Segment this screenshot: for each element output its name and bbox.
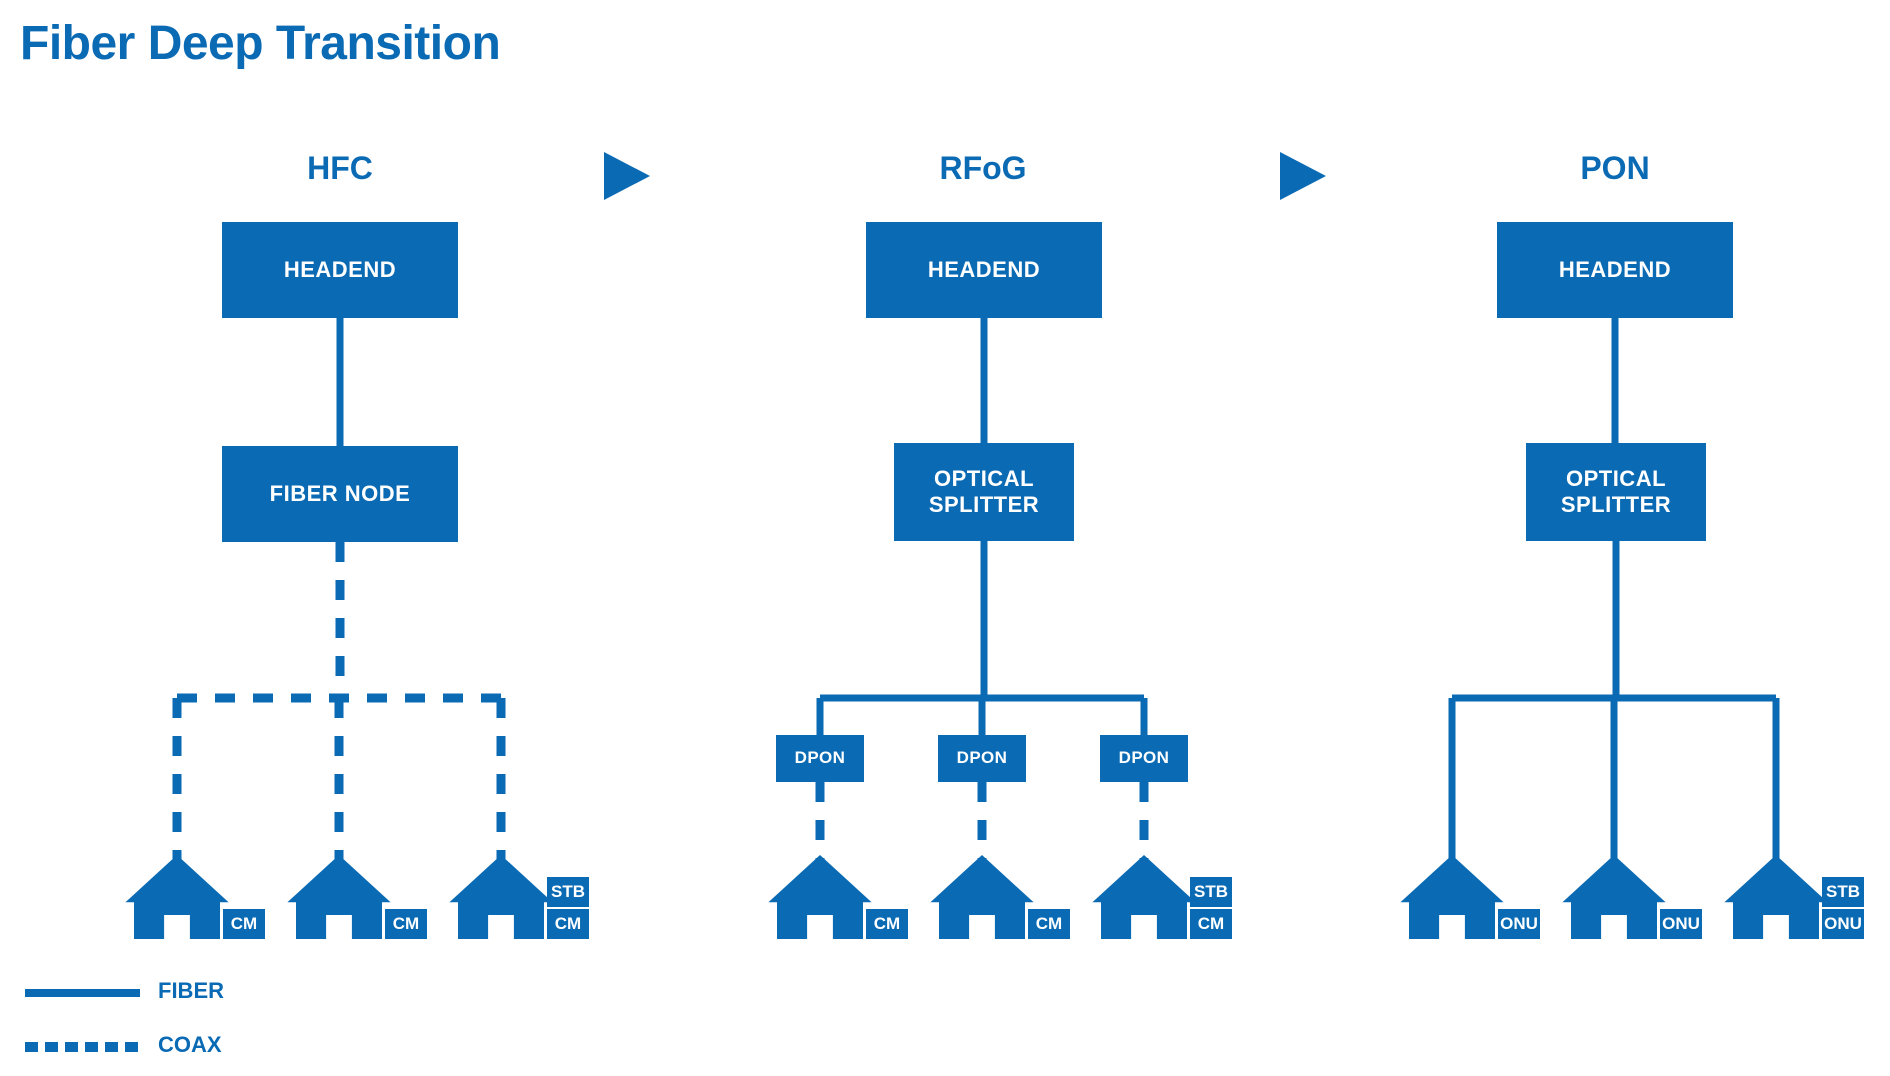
house-body: [296, 900, 382, 939]
cpe-stb-rfog-3: STB: [1190, 877, 1232, 907]
headend-box-hfc: HEADEND: [222, 222, 458, 318]
house-roof: [1400, 855, 1504, 903]
house-body: [1409, 900, 1495, 939]
optical-splitter-box-rfog: OPTICAL SPLITTER: [894, 443, 1074, 541]
column-title-pon: PON: [1580, 150, 1650, 186]
legend-coax-label: COAX: [158, 1032, 222, 1057]
cpe-label: ONU: [1662, 914, 1700, 933]
optical-splitter-box-rfog-label: OPTICAL SPLITTER: [928, 466, 1040, 517]
cpe-label: STB: [551, 882, 585, 901]
cpe-cm-rfog-3: CM: [1190, 909, 1232, 939]
legend-coax-dash: [25, 1042, 38, 1052]
cpe-label: STB: [1826, 882, 1860, 901]
legend-coax-dash: [45, 1042, 58, 1052]
cpe-onu-pon-3: ONU: [1822, 909, 1864, 939]
house-hfc-1: [125, 855, 229, 939]
house-roof: [930, 855, 1034, 903]
cpe-stb-hfc-3: STB: [547, 877, 589, 907]
cpe-cm-hfc-3: CM: [547, 909, 589, 939]
house-roof: [125, 855, 229, 903]
dpon-box-rfog-2: DPON: [938, 735, 1026, 782]
cpe-label: CM: [554, 914, 582, 933]
house-body: [777, 900, 863, 939]
legend-coax-dash: [105, 1042, 118, 1052]
headend-box-rfog: HEADEND: [866, 222, 1102, 318]
cpe-cm-hfc-1: CM: [223, 909, 265, 939]
legend-coax-dash: [85, 1042, 98, 1052]
legend-coax-dash: [65, 1042, 78, 1052]
fiber-node-box-hfc: FIBER NODE: [222, 446, 458, 542]
dpon-box-rfog-1-label: DPON: [794, 748, 846, 768]
house-roof: [1092, 855, 1196, 903]
house-roof: [1724, 855, 1828, 903]
house-rfog-2: [930, 855, 1034, 939]
house-roof: [768, 855, 872, 903]
house-pon-3: [1724, 855, 1828, 939]
house-rfog-1: [768, 855, 872, 939]
headend-box-pon: HEADEND: [1497, 222, 1733, 318]
house-roof: [1562, 855, 1666, 903]
house-body: [134, 900, 220, 939]
dpon-box-rfog-3: DPON: [1100, 735, 1188, 782]
optical-splitter-box-pon: OPTICAL SPLITTER: [1526, 443, 1706, 541]
cpe-label: CM: [1197, 914, 1225, 933]
cpe-label: ONU: [1824, 914, 1862, 933]
dpon-box-rfog-2-label: DPON: [956, 748, 1008, 768]
headend-box-hfc-label: HEADEND: [283, 257, 397, 283]
cpe-onu-pon-2: ONU: [1660, 909, 1702, 939]
house-hfc-2: [287, 855, 391, 939]
headend-box-rfog-label: HEADEND: [927, 257, 1041, 283]
column-title-rfog: RFoG: [939, 150, 1027, 186]
house-hfc-3: [449, 855, 553, 939]
cpe-cm-rfog-1: CM: [866, 909, 908, 939]
cpe-cm-rfog-2: CM: [1028, 909, 1070, 939]
cpe-label: CM: [392, 914, 420, 933]
cpe-label: CM: [873, 914, 901, 933]
legend-coax-dash: [125, 1042, 138, 1052]
optical-splitter-box-pon-label: OPTICAL SPLITTER: [1560, 466, 1672, 517]
arrow-hfc-to-rfog: [604, 152, 650, 200]
legend-fiber-label: FIBER: [158, 978, 224, 1003]
headend-box-pon-label: HEADEND: [1558, 257, 1672, 283]
page-title: Fiber Deep Transition: [20, 17, 501, 70]
house-pon-1: [1400, 855, 1504, 939]
legend-fiber-swatch: [25, 989, 140, 997]
cpe-onu-pon-1: ONU: [1498, 909, 1540, 939]
arrow-rfog-to-pon: [1280, 152, 1326, 200]
cpe-label: CM: [230, 914, 258, 933]
column-title-hfc: HFC: [307, 150, 373, 186]
cpe-label: ONU: [1500, 914, 1538, 933]
dpon-box-rfog-3-label: DPON: [1118, 748, 1170, 768]
cpe-label: CM: [1035, 914, 1063, 933]
house-body: [1571, 900, 1657, 939]
fiber-node-box-hfc-label: FIBER NODE: [269, 481, 411, 507]
house-roof: [287, 855, 391, 903]
house-body: [939, 900, 1025, 939]
house-body: [458, 900, 544, 939]
house-pon-2: [1562, 855, 1666, 939]
cpe-cm-hfc-2: CM: [385, 909, 427, 939]
cpe-stb-pon-3: STB: [1822, 877, 1864, 907]
house-body: [1101, 900, 1187, 939]
house-roof: [449, 855, 553, 903]
cpe-label: STB: [1194, 882, 1228, 901]
house-body: [1733, 900, 1819, 939]
house-rfog-3: [1092, 855, 1196, 939]
dpon-box-rfog-1: DPON: [776, 735, 864, 782]
